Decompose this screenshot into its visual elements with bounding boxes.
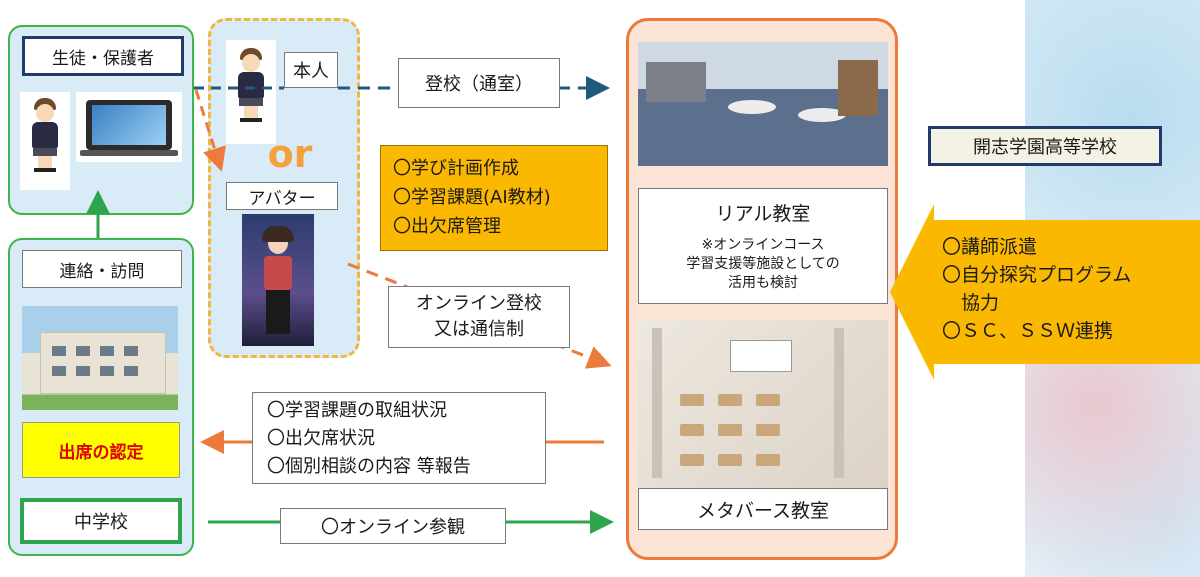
online-attend-line2: 又は通信制 [434,319,524,340]
junior-high-name: 中学校 [20,498,182,544]
report-item-progress: 〇学習課題の取組状況 [267,400,447,421]
support-item-cooperation: 協力 [942,292,1000,314]
arrow-to-avatar [194,89,227,172]
real-classroom-photo [638,42,888,166]
online-observe-label: 〇オンライン参観 [280,508,506,544]
student-illustration [20,92,70,190]
report-item-attendance: 〇出欠席状況 [267,428,375,449]
tasks-item-assignments: 〇学習課題(AI教材) [393,187,551,208]
kaishi-high-school-label: 開志学園高等学校 [928,126,1162,166]
report-item-consultation: 〇個別相談の内容 等報告 [267,456,471,477]
attendance-recognition-box: 出席の認定 [22,422,180,478]
avatar-label: アバター [226,182,338,210]
online-attend-line1: オンライン登校 [416,293,542,314]
report-box: 〇学習課題の取組状況 〇出欠席状況 〇個別相談の内容 等報告 [252,392,546,484]
or-label: or [267,132,313,176]
student-guardian-title: 生徒・保護者 [22,36,184,76]
metaverse-classroom-image [638,320,888,492]
self-illustration [226,40,276,144]
tablet-illustration [76,92,182,162]
support-arrow [890,204,1200,380]
support-items: 〇講師派遣 〇自分探究プログラム 協力 〇ＳＣ、ＳＳＷ連携 [942,233,1192,345]
avatar-illustration [242,214,314,346]
tasks-box: 〇学び計画作成 〇学習課題(AI教材) 〇出欠席管理 [380,145,608,251]
support-item-sc-ssw: 〇ＳＣ、ＳＳＷ連携 [942,320,1114,342]
self-label: 本人 [284,52,338,88]
contact-visit-label: 連絡・訪問 [22,250,182,288]
real-classroom-title: リアル教室 [715,203,811,225]
tasks-item-plan: 〇学び計画作成 [393,158,519,179]
tasks-item-attendance: 〇出欠席管理 [393,216,501,237]
online-attend-label: オンライン登校 又は通信制 [388,286,570,348]
real-classroom-note-2: 学習支援等施設としての [686,256,840,272]
metaverse-classroom-label: メタバース教室 [638,488,888,530]
support-item-inquiry-program: 〇自分探究プログラム [942,264,1132,286]
support-item-instructors: 〇講師派遣 [942,236,1038,258]
real-classroom-box: リアル教室 ※オンラインコース 学習支援等施設としての 活用も検討 [638,188,888,304]
real-classroom-note-1: ※オンラインコース [701,237,825,253]
attend-school-label: 登校（通室） [398,58,560,108]
school-building-photo [22,306,178,410]
real-classroom-note-3: 活用も検討 [728,275,798,291]
